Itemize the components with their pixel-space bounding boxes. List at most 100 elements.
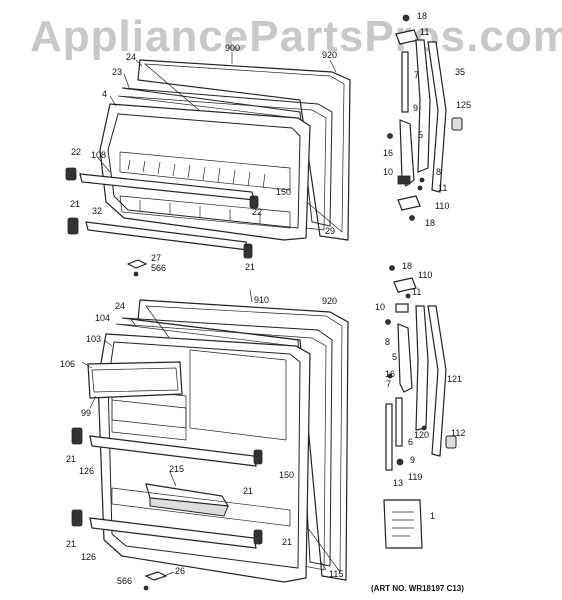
endcap-21-right-lower — [253, 529, 263, 545]
callout-99: 99 — [81, 408, 92, 418]
shelf-bar-126-lower — [89, 517, 257, 549]
callout-8: 8 — [436, 167, 442, 177]
hinge-pin-9 — [401, 51, 409, 113]
callout-16: 16 — [383, 148, 394, 158]
endcap-21-left-lower — [71, 509, 83, 527]
callout-126: 126 — [79, 466, 95, 476]
hinge-top-cap — [395, 29, 419, 45]
dairy-door-106 — [87, 361, 183, 399]
hinge-10 — [397, 175, 411, 185]
callout-104: 104 — [95, 313, 111, 323]
callout-126: 126 — [81, 552, 97, 562]
endcap-21-right — [243, 243, 253, 259]
fresh-food-door-assembly — [71, 299, 349, 591]
callout-7: 7 — [386, 379, 392, 389]
lower-hinge-parts — [383, 265, 457, 549]
hinge-pin-6 — [395, 397, 403, 447]
callout-5: 5 — [418, 130, 424, 140]
callout-106: 106 — [60, 359, 76, 369]
callout-22: 22 — [71, 147, 82, 157]
door-stop-7-lower — [415, 305, 429, 431]
callout-920: 920 — [322, 50, 338, 60]
callout-23: 23 — [112, 67, 123, 77]
bracket-27 — [126, 259, 148, 269]
leader-lines — [81, 52, 337, 577]
callout-18: 18 — [402, 261, 413, 271]
callout-9: 9 — [413, 103, 419, 113]
handle-121 — [427, 305, 447, 457]
callout-21: 21 — [66, 539, 77, 549]
callout-910: 910 — [254, 295, 270, 305]
callout-4: 4 — [102, 89, 108, 99]
callout-18: 18 — [417, 11, 428, 21]
callout-21: 21 — [66, 454, 77, 464]
manual-1 — [383, 499, 423, 549]
hinge-bottom-110 — [397, 195, 421, 211]
endcap-21-right-upper — [253, 449, 263, 465]
callout-120: 120 — [414, 430, 430, 440]
callout-13: 13 — [393, 478, 404, 488]
callout-110: 110 — [435, 201, 450, 211]
callout-8: 8 — [385, 337, 391, 347]
watermark: AppliancePartsPros.com — [30, 12, 562, 61]
endcap-22-left — [65, 167, 77, 181]
hinge-bracket-5-lower — [397, 323, 413, 393]
callout-103: 103 — [86, 334, 102, 344]
callout-26: 26 — [175, 566, 186, 576]
callout-150: 150 — [276, 187, 292, 197]
fresh-food-gasket — [121, 317, 333, 567]
plug-112 — [445, 435, 457, 449]
upper-hinge-parts — [387, 14, 463, 221]
endcap-21-left-upper — [71, 427, 83, 445]
handle-35 — [427, 41, 447, 193]
callout-566: 566 — [117, 576, 133, 586]
callout-11: 11 — [412, 287, 422, 297]
endcap-22-right — [249, 195, 259, 209]
door-stop-7 — [415, 39, 431, 173]
callout-21: 21 — [245, 262, 256, 272]
callout-21: 21 — [282, 537, 293, 547]
callout-6: 6 — [408, 437, 414, 447]
endcap-21-left — [67, 217, 79, 235]
callout-21: 21 — [70, 199, 81, 209]
callout-1: 1 — [430, 511, 436, 521]
callout-5: 5 — [392, 352, 398, 362]
callout-16: 16 — [385, 369, 396, 379]
rod-13 — [385, 403, 393, 471]
callout-121: 121 — [447, 374, 463, 384]
callout-10: 10 — [383, 167, 394, 177]
callout-125: 125 — [456, 100, 472, 110]
shelf-bar-126-upper — [89, 435, 257, 467]
callout-22: 22 — [252, 207, 263, 217]
hinge-110-lower — [393, 277, 417, 293]
art-number: (ART NO. WR18197 C13) — [371, 584, 464, 593]
bracket-26 — [144, 571, 168, 581]
freezer-gasket — [121, 87, 333, 227]
freezer-door-assembly — [65, 59, 351, 277]
callout-18: 18 — [425, 218, 436, 228]
callout-115: 115 — [329, 569, 344, 579]
freezer-door-shelf — [119, 151, 291, 229]
callout-24: 24 — [115, 301, 126, 311]
hinge-10-lower — [395, 303, 409, 313]
plug-125 — [451, 117, 463, 131]
callout-7: 7 — [414, 70, 420, 80]
callout-35: 35 — [455, 67, 466, 77]
callout-24: 24 — [126, 52, 137, 62]
callout-29: 29 — [325, 226, 336, 236]
callout-150: 150 — [279, 470, 295, 480]
callout-27: 27 — [151, 253, 162, 263]
dairy-compartment — [189, 349, 287, 441]
callout-9: 9 — [410, 455, 416, 465]
callout-110: 110 — [418, 270, 433, 280]
callout-21: 21 — [243, 486, 254, 496]
callout-215: 215 — [169, 464, 185, 474]
callout-108: 108 — [91, 150, 107, 160]
callout-566: 566 — [151, 263, 167, 273]
callout-11: 11 — [438, 183, 448, 193]
callout-112: 112 — [451, 428, 466, 438]
callout-32: 32 — [92, 206, 103, 216]
callout-10: 10 — [375, 302, 386, 312]
